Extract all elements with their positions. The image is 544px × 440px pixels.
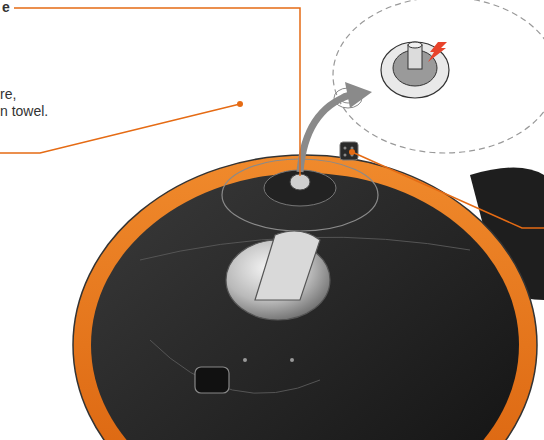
knob-handle: [255, 231, 320, 300]
leader-line: [352, 152, 544, 228]
lid-line: [150, 340, 320, 393]
detail-inset: [333, 0, 544, 153]
lid-button: [195, 367, 229, 393]
zoom-arrow: [300, 95, 350, 172]
callout-text: re,: [0, 86, 16, 103]
callout-text: n towel.: [0, 103, 48, 120]
zoom-arrow-head: [345, 82, 372, 108]
cooker-lid: [91, 173, 519, 440]
cooker-rim: [73, 155, 537, 440]
press-arrow: [428, 42, 447, 62]
leader-line: [0, 104, 240, 153]
lid-dot: [290, 358, 294, 362]
lid-dot: [243, 358, 247, 362]
leader-line: [14, 8, 300, 176]
inset-valve-base: [381, 42, 449, 98]
leader-dot: [349, 149, 355, 155]
leader-dot: [237, 101, 243, 107]
valve: [290, 174, 310, 190]
vent: [340, 142, 358, 160]
inset-valve-top: [408, 42, 422, 48]
callout-text: e: [2, 0, 10, 16]
inset-valve-stem: [408, 45, 422, 69]
